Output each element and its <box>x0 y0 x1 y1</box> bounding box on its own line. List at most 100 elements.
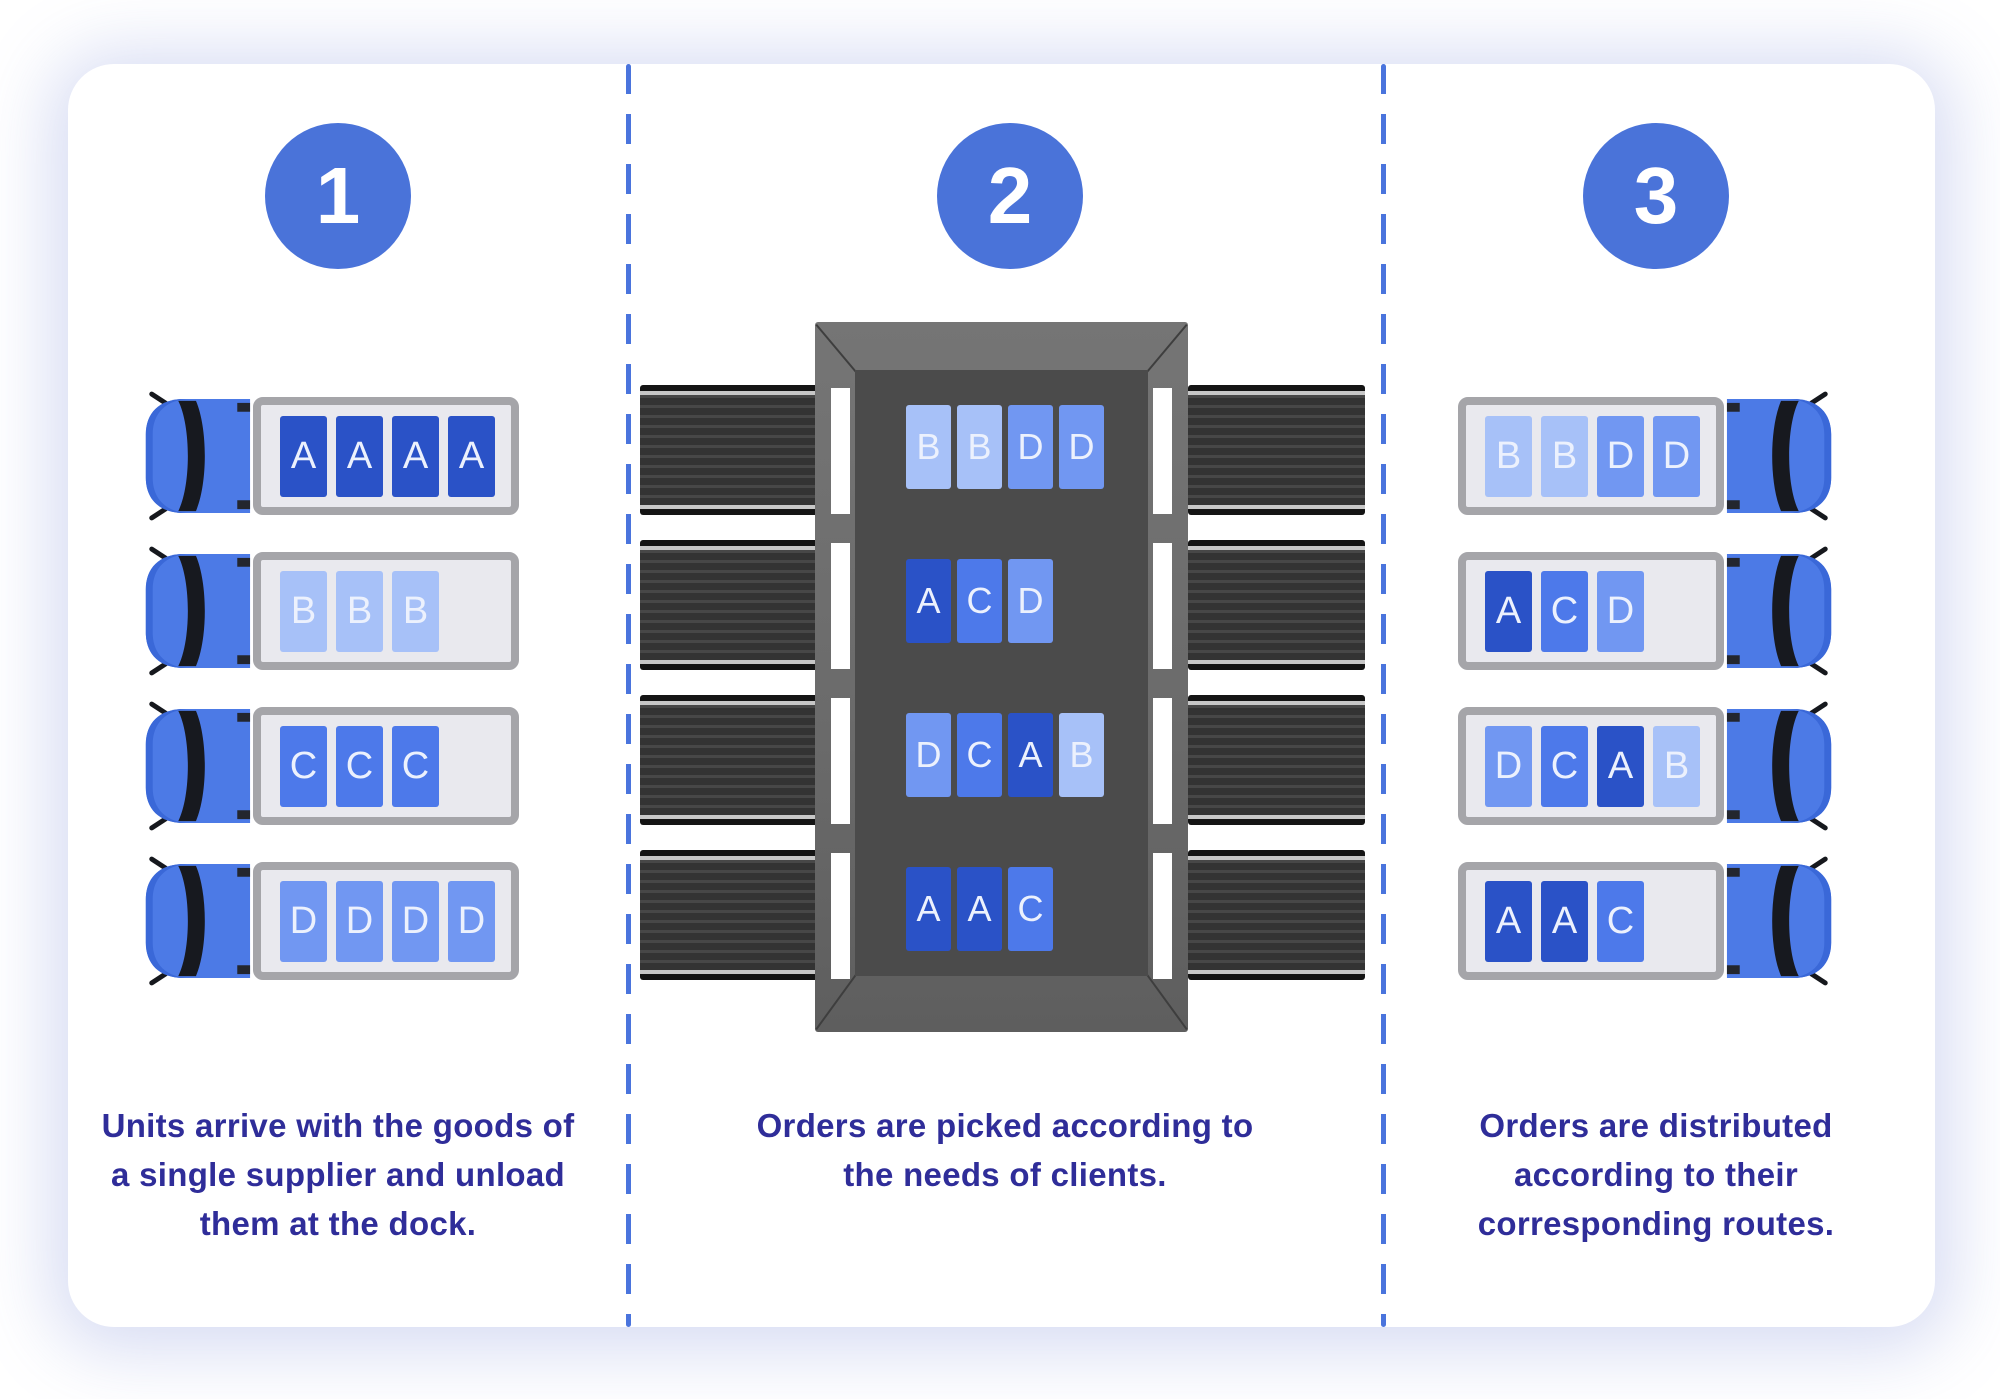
dock-door <box>831 543 850 669</box>
cargo-block-B: B <box>1541 415 1588 497</box>
cargo-block-D: D <box>1059 405 1104 489</box>
cargo-block-B: B <box>1059 713 1104 797</box>
cargo-block-D: D <box>1008 405 1053 489</box>
dock-door <box>1153 698 1172 824</box>
truck-cab-icon <box>145 701 251 831</box>
cargo-block-A: A <box>1008 713 1053 797</box>
truck-cab-icon <box>1724 545 1842 677</box>
cargo-block-A: A <box>906 559 951 643</box>
truck-cab-icon <box>1726 701 1832 831</box>
docked-trailer-icon <box>1188 540 1365 670</box>
cargo-block-C: C <box>1541 570 1588 652</box>
step-3-badge: 3 <box>1583 123 1729 269</box>
truck-cab-icon <box>135 855 253 987</box>
cargo-block-C: C <box>392 725 439 807</box>
cargo-block-B: B <box>957 405 1002 489</box>
dock-door <box>831 698 850 824</box>
docked-trailer-icon <box>640 850 818 980</box>
cargo-block-A: A <box>957 867 1002 951</box>
cargo-block-C: C <box>957 559 1002 643</box>
step-2-number: 2 <box>987 151 1033 240</box>
truck-cab-icon <box>1726 546 1832 676</box>
cargo-block-C: C <box>336 725 383 807</box>
cargo-block-B: B <box>280 570 327 652</box>
truck-cab-icon <box>135 390 253 522</box>
truck-cab-icon <box>1724 390 1842 522</box>
cargo-block-C: C <box>1008 867 1053 951</box>
docked-trailer-icon <box>640 540 818 670</box>
dock-door <box>831 388 850 514</box>
cargo-block-D: D <box>1485 725 1532 807</box>
column-divider-2 <box>1381 64 1386 1327</box>
cargo-block-D: D <box>280 880 327 962</box>
step-2-badge: 2 <box>937 123 1083 269</box>
dock-door <box>1153 543 1172 669</box>
docked-trailer-icon <box>1188 385 1365 515</box>
cargo-block-D: D <box>336 880 383 962</box>
cargo-block-A: A <box>1485 570 1532 652</box>
cargo-block-D: D <box>1597 570 1644 652</box>
step-1-caption: Units arrive with the goods of a single … <box>101 1107 575 1242</box>
dock-door <box>1153 388 1172 514</box>
cargo-block-B: B <box>392 570 439 652</box>
cargo-block-D: D <box>448 880 495 962</box>
docked-trailer-icon <box>640 385 818 515</box>
truck-cab-icon <box>135 700 253 832</box>
cargo-block-A: A <box>280 415 327 497</box>
cargo-block-C: C <box>1541 725 1588 807</box>
dock-door <box>831 853 850 979</box>
truck-cab-icon <box>145 546 251 676</box>
truck-cab-icon <box>135 545 253 677</box>
cargo-block-A: A <box>906 867 951 951</box>
cargo-block-C: C <box>1597 880 1644 962</box>
docked-trailer-icon <box>640 695 818 825</box>
step-3-caption: Orders are distributed according to thei… <box>1477 1107 1835 1242</box>
cargo-block-B: B <box>1653 725 1700 807</box>
cargo-block-A: A <box>336 415 383 497</box>
cargo-block-A: A <box>1541 880 1588 962</box>
step-2-caption: Orders are picked according to the needs… <box>756 1107 1254 1193</box>
docked-trailer-icon <box>1188 850 1365 980</box>
cargo-block-C: C <box>957 713 1002 797</box>
cargo-block-D: D <box>1008 559 1053 643</box>
truck-cab-icon <box>1724 700 1842 832</box>
docked-trailer-icon <box>1188 695 1365 825</box>
truck-cab-icon <box>145 391 251 521</box>
cargo-block-D: D <box>906 713 951 797</box>
cargo-block-A: A <box>1485 880 1532 962</box>
step-1-number: 1 <box>315 151 361 240</box>
step-3-number: 3 <box>1633 151 1679 240</box>
dock-door <box>1153 853 1172 979</box>
cargo-block-D: D <box>1653 415 1700 497</box>
step-1-badge: 1 <box>265 123 411 269</box>
cargo-block-C: C <box>280 725 327 807</box>
cargo-block-A: A <box>392 415 439 497</box>
cargo-block-D: D <box>1597 415 1644 497</box>
cargo-block-A: A <box>1597 725 1644 807</box>
truck-cab-icon <box>1724 855 1842 987</box>
